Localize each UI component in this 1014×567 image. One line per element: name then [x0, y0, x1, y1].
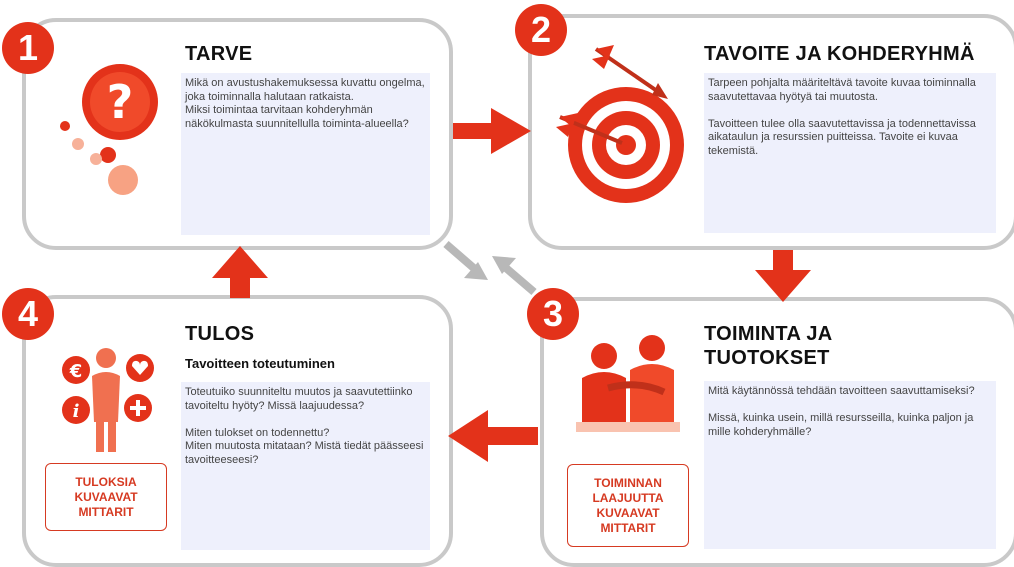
step-1-badge: 1 — [2, 22, 54, 74]
step-2-text: Tarpeen pohjalta määriteltävä tavoite ku… — [704, 73, 996, 233]
arrow-up-4-to-1 — [212, 246, 268, 298]
step-4-metric-box: TULOKSIA KUVAAVAT MITTARIT — [45, 463, 167, 531]
gray-feedback-arrows — [443, 240, 537, 296]
step-4-subtitle: Tavoitteen toteutuminen — [185, 356, 335, 371]
arrow-left-3-to-4 — [448, 410, 538, 462]
svg-text:i: i — [73, 401, 80, 422]
arrow-right-1-to-2 — [453, 108, 531, 154]
question-bubble-icon: ? — [60, 64, 158, 195]
step-2-badge: 2 — [515, 4, 567, 56]
step-3-metric-box: TOIMINNAN LAAJUUTTA KUVAAVAT MITTARIT — [567, 464, 689, 547]
target-arrows-icon — [556, 45, 684, 203]
svg-text:?: ? — [107, 75, 134, 129]
step-3-title: TOIMINTA JA TUOTOKSET — [704, 323, 833, 369]
arrow-down-2-to-3 — [755, 250, 811, 302]
step-1-title: TARVE — [185, 43, 253, 65]
people-support-icon — [576, 335, 680, 432]
step-1-text: Mikä on avustushakemuksessa kuvattu onge… — [181, 73, 430, 235]
step-4-title: TULOS — [185, 323, 255, 345]
step-3-badge: 3 — [527, 288, 579, 340]
step-2-title: TAVOITE JA KOHDERYHMÄ — [704, 43, 975, 65]
step-4-badge: 4 — [2, 288, 54, 340]
step-3-text: Mitä käytännössä tehdään tavoitteen saav… — [704, 381, 996, 549]
svg-text:€: € — [69, 361, 83, 382]
person-with-symbols-icon: € i — [62, 348, 154, 452]
step-4-text: Toteutuiko suunniteltu muutos ja saavute… — [181, 382, 430, 550]
